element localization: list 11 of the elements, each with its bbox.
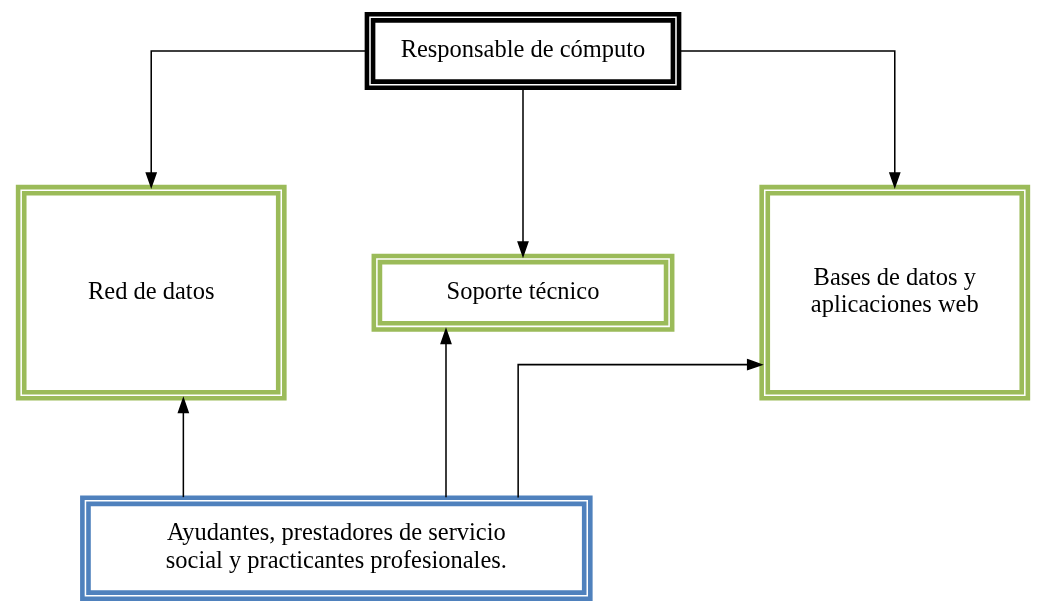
arrow <box>517 87 529 259</box>
node-box: Ayudantes, prestadores de servicio social y practicantes profesionales. <box>80 495 593 601</box>
arrow <box>177 396 190 498</box>
node-box: Bases de datos y aplicaciones web <box>759 184 1031 401</box>
node-box: Soporte técnico <box>371 253 675 332</box>
node-box: Responsable de cómputo <box>364 12 682 90</box>
arrow <box>678 50 901 190</box>
arrow <box>440 327 452 498</box>
arrow <box>145 50 368 190</box>
node-box: Red de datos <box>15 184 287 401</box>
arrow <box>517 358 764 499</box>
